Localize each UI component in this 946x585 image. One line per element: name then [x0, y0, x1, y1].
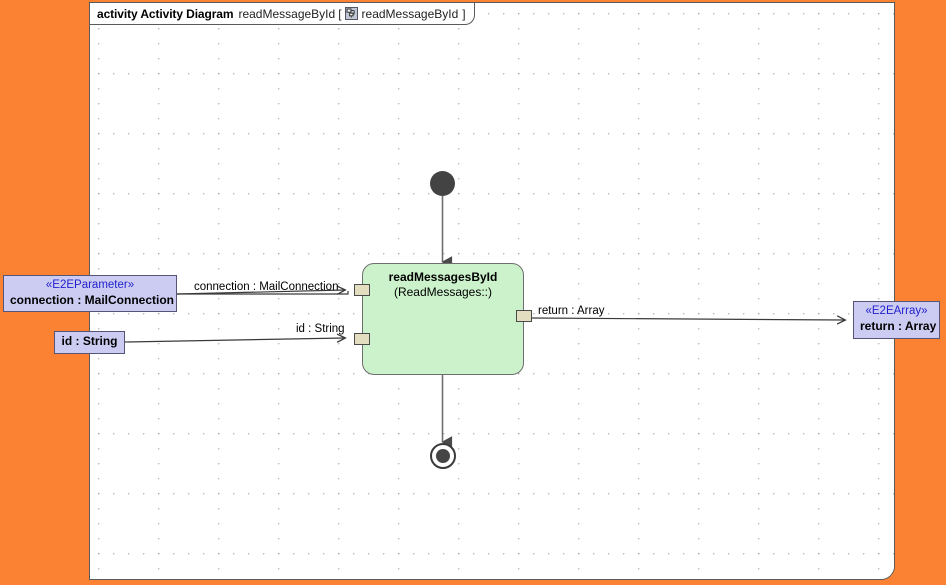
action-node-subtitle: (ReadMessages::) — [393, 285, 493, 299]
activity-final-node[interactable] — [430, 443, 456, 469]
frame-header[interactable]: activity Activity Diagram readMessageByI… — [90, 3, 475, 25]
diagram-frame — [89, 2, 895, 580]
frame-header-bracket-close: ] — [462, 6, 466, 21]
object-node-id-label: id : String — [61, 334, 118, 348]
edge-label-connection: connection : MailConnection — [194, 281, 339, 293]
action-node-readmessagesbyid[interactable]: readMessagesById (ReadMessages::) — [362, 263, 524, 375]
edge-label-id: id : String — [296, 323, 345, 335]
frame-header-reference: readMessageById — [361, 6, 459, 21]
input-pin-id[interactable] — [354, 333, 370, 345]
output-pin-return[interactable] — [516, 310, 532, 322]
object-node-return-stereotype: «E2EArray» — [865, 305, 928, 317]
activity-diagram-icon — [344, 7, 358, 20]
frame-header-bracket-open: [ — [338, 6, 342, 21]
object-node-return[interactable]: «E2EArray» return : Array — [853, 301, 940, 339]
object-node-return-label: return : Array — [860, 319, 937, 333]
frame-header-name: readMessageById — [238, 6, 336, 21]
frame-header-kind: activity Activity Diagram — [97, 6, 234, 21]
action-node-title: readMessagesById — [388, 270, 498, 284]
input-pin-connection[interactable] — [354, 284, 370, 296]
object-node-connection[interactable]: «E2EParameter» connection : MailConnecti… — [3, 275, 177, 312]
edge-label-return: return : Array — [538, 305, 605, 317]
initial-node[interactable] — [430, 171, 455, 196]
object-node-connection-stereotype: «E2EParameter» — [45, 279, 135, 291]
object-node-id[interactable]: id : String — [54, 331, 125, 354]
object-node-connection-label: connection : MailConnection — [10, 293, 174, 307]
